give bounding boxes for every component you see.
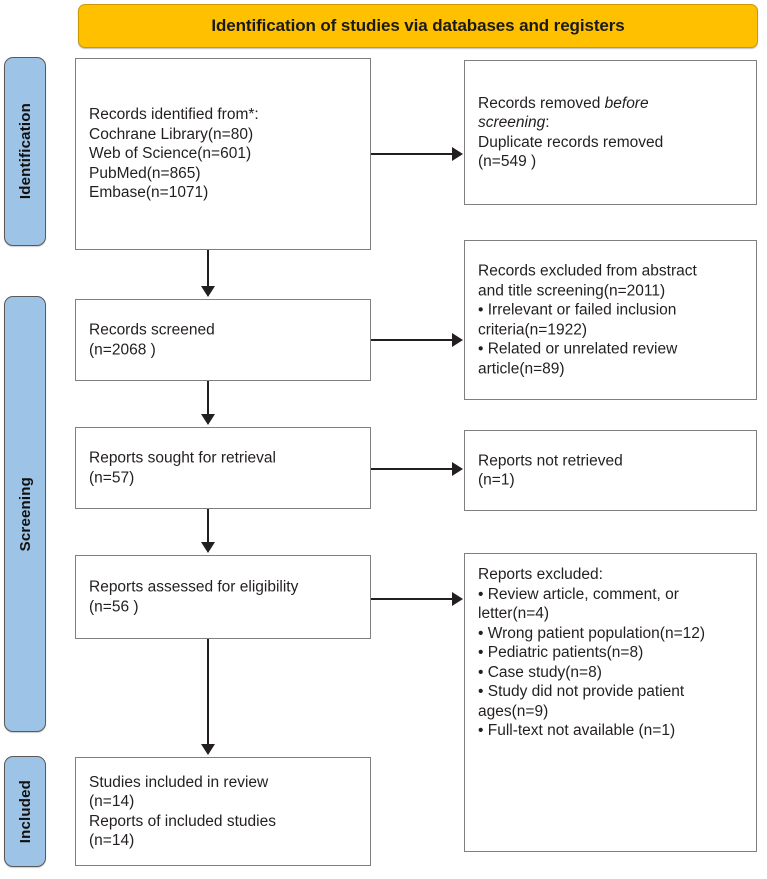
box-records-removed-before-screening: Records removed before screening: Duplic… <box>464 60 757 205</box>
box-records-excluded: Records excluded from abstract and title… <box>464 240 757 400</box>
stage-bar-included: Included <box>4 756 46 867</box>
arrowhead-right-icon <box>452 462 463 476</box>
arrowhead-right-icon <box>452 147 463 161</box>
connector-identified-to-screened <box>207 250 209 288</box>
arrowhead-down-icon <box>201 744 215 755</box>
connector-identified-to-removed <box>371 153 453 155</box>
box-reports-sought-for-retrieval: Reports sought for retrieval (n=57) <box>75 427 371 509</box>
box-reports-sought-text: Reports sought for retrieval (n=57) <box>89 449 276 486</box>
box-reports-assessed-for-eligibility: Reports assessed for eligibility (n=56 ) <box>75 555 371 639</box>
box-reports-assessed-text: Reports assessed for eligibility (n=56 ) <box>89 578 299 615</box>
removed-line2-tail: : <box>545 113 550 131</box>
header-banner: Identification of studies via databases … <box>78 4 758 48</box>
header-title: Identification of studies via databases … <box>211 15 625 35</box>
connector-sought-to-notretrieved <box>371 468 453 470</box>
box-records-screened: Records screened (n=2068 ) <box>75 299 371 381</box>
connector-assessed-to-reports-excluded <box>371 598 453 600</box>
box-studies-included-text: Studies included in review (n=14) Report… <box>89 773 276 850</box>
arrowhead-down-icon <box>201 286 215 297</box>
stage-label-screening: Screening <box>16 476 34 552</box>
removed-line2-italic: screening <box>478 113 546 131</box>
box-records-removed-text: Records removed before screening: Duplic… <box>478 93 748 171</box>
box-reports-excluded-text: Reports excluded: • Review article, comm… <box>478 566 706 740</box>
removed-line3: Duplicate records removed <box>478 133 664 151</box>
box-reports-not-retrieved-text: Reports not retrieved (n=1) <box>478 451 623 489</box>
stage-label-identification: Identification <box>16 103 34 200</box>
box-reports-not-retrieved: Reports not retrieved (n=1) <box>464 430 757 511</box>
connector-screened-to-excluded <box>371 339 453 341</box>
arrowhead-down-icon <box>201 414 215 425</box>
arrowhead-down-icon <box>201 542 215 553</box>
box-records-identified: Records identified from*: Cochrane Libra… <box>75 58 371 250</box>
stage-bar-screening: Screening <box>4 296 46 732</box>
connector-screened-to-sought <box>207 381 209 416</box>
box-records-excluded-text: Records excluded from abstract and title… <box>478 262 697 378</box>
connector-assessed-to-included <box>207 639 209 746</box>
removed-line1-italic: before <box>604 94 649 112</box>
stage-label-included: Included <box>16 779 34 844</box>
box-records-identified-text: Records identified from*: Cochrane Libra… <box>89 106 259 202</box>
arrowhead-right-icon <box>452 592 463 606</box>
removed-line4: (n=549 ) <box>478 153 537 171</box>
removed-line1: Records removed <box>478 94 605 112</box>
box-reports-excluded: Reports excluded: • Review article, comm… <box>464 553 757 852</box>
stage-bar-identification: Identification <box>4 57 46 246</box>
box-studies-included: Studies included in review (n=14) Report… <box>75 757 371 866</box>
connector-sought-to-assessed <box>207 509 209 544</box>
box-records-screened-text: Records screened (n=2068 ) <box>89 321 215 358</box>
arrowhead-right-icon <box>452 333 463 347</box>
